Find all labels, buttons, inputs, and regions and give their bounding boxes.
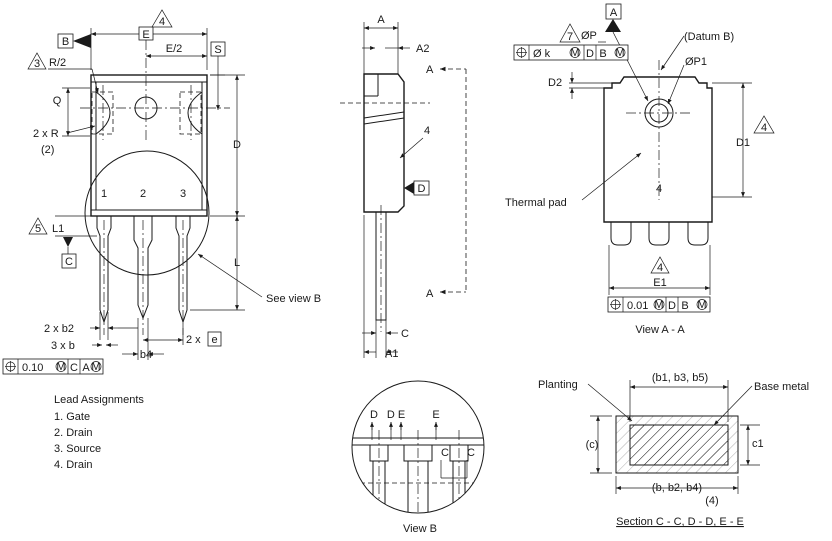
dim-d1-label: D1 <box>736 137 750 149</box>
dim-l1-label: L1 <box>52 223 64 235</box>
section-a-top-label: A <box>426 64 434 76</box>
dim-d-label: D <box>233 139 241 151</box>
datum-s-label: S <box>214 44 221 56</box>
lead-pins <box>96 216 191 335</box>
view-b-title: View B <box>403 523 437 535</box>
dim-q-label: Q <box>53 95 62 107</box>
dim-l-label: L <box>234 257 240 269</box>
fcf-leads-datum-c: C <box>70 362 78 374</box>
dim-e-half-label: E/2 <box>166 43 183 55</box>
dim-b-bottom-label: (b, b2, b4) <box>652 482 702 494</box>
legend-item: 4. Drain <box>54 459 93 471</box>
dim-2xb2-label: 2 x b2 <box>44 323 74 335</box>
datum-b-label: B <box>62 36 69 48</box>
base-metal-core <box>629 424 729 466</box>
datum-c-box <box>61 253 77 269</box>
view-b-label-c2: C <box>467 447 475 459</box>
section-note-4: (4) <box>705 495 718 507</box>
dim-b4-label: b4 <box>140 349 152 361</box>
side-body <box>363 73 405 213</box>
dim-a2-label: A2 <box>416 43 429 55</box>
note-4-triangle: 4 <box>159 16 165 28</box>
svg-text:M: M <box>56 361 65 373</box>
section-a-bottom-label: A <box>426 288 434 300</box>
dim-op1-label: ØP1 <box>685 56 707 68</box>
pin-2-label: 2 <box>140 188 146 200</box>
dim-2xe-prefix: 2 x <box>186 334 201 346</box>
svg-text:M: M <box>654 299 663 311</box>
dim-c1-label: c1 <box>752 438 764 450</box>
datum-a-label: A <box>610 7 618 19</box>
view-b-label-d: D <box>370 409 378 421</box>
lead-assignments-legend: Lead Assignments 1. Gate 2. Drain 3. Sou… <box>54 394 144 471</box>
thermal-pad-label: Thermal pad <box>505 197 567 209</box>
base-metal-label: Base metal <box>754 381 809 393</box>
fcf-leads-value: 0.10 <box>22 362 43 374</box>
package-body <box>90 74 208 217</box>
note-7-triangle: 7 <box>567 31 573 43</box>
note-5-triangle: 5 <box>35 223 41 235</box>
feature-control-frame-e1: 0.01 M D B M <box>607 296 711 313</box>
feature-control-frame-leads: 0.10 M C A M <box>2 358 104 375</box>
side-view: A A2 A A 4 D C <box>340 14 467 360</box>
view-b-label-de: D E <box>387 409 405 421</box>
fcf-e1-value: 0.01 <box>627 300 648 312</box>
dim-e-label: E <box>142 29 149 41</box>
section-title: Section C - C, D - D, E - E <box>616 516 744 528</box>
svg-text:M: M <box>697 299 706 311</box>
fcf-hole-datum-d: D <box>586 48 594 60</box>
pad-number-label: 4 <box>656 183 662 195</box>
legend-heading: Lead Assignments <box>54 394 144 406</box>
feature-control-frame-hole: Ø k M D B M <box>513 44 629 61</box>
section-view: (b1, b3, b5) Planting Base metal (c) c1 … <box>538 372 809 528</box>
datum-d-label: D <box>418 183 426 195</box>
pin-1-label: 1 <box>101 188 107 200</box>
svg-text:M: M <box>615 47 624 59</box>
datum-d-box <box>413 180 430 196</box>
dim-2xr-label: 2 x R <box>33 128 59 140</box>
dim-3xb-label: 3 x b <box>51 340 75 352</box>
fcf-leads-datum-a: A <box>82 362 90 374</box>
svg-text:M: M <box>91 361 100 373</box>
fcf-hole-datum-b: B <box>599 48 606 60</box>
dim-r-half-label: R/2 <box>49 57 66 69</box>
datum-b-text: (Datum B) <box>684 31 734 43</box>
dim-2xr-note: (2) <box>41 144 54 156</box>
view-b-detail: D D E E C C View B <box>351 380 485 535</box>
fcf-hole-value: Ø k <box>533 48 551 60</box>
legend-item: 3. Source <box>54 443 101 455</box>
dim-op-label: ØP <box>581 30 597 42</box>
legend-item: 2. Drain <box>54 427 93 439</box>
datum-c-label: C <box>65 256 73 268</box>
dim-c-label: C <box>401 328 409 340</box>
dim-d2-label: D2 <box>548 77 562 89</box>
view-a-a: A 7 ØP (Datum B) Ø k M D B M ØP1 D2 <box>505 3 775 336</box>
front-view: 1 2 3 E 4 B E/2 S 3 R/2 Q 2 x <box>2 9 321 375</box>
dim-b-top-label: (b1, b3, b5) <box>652 372 708 384</box>
note-4-bottom-triangle: 4 <box>657 262 663 274</box>
dim-c-paren-label: (c) <box>586 439 599 451</box>
note-3-triangle: 3 <box>34 58 40 70</box>
dim-a1-label: A1 <box>385 348 398 360</box>
tab-outline <box>603 76 713 223</box>
dim-e1-label: E1 <box>653 277 666 289</box>
view-b-label-e: E <box>432 409 439 421</box>
pin-3-label: 3 <box>180 188 186 200</box>
dim-a-label: A <box>377 14 385 26</box>
dim-2xe-box: e <box>211 334 217 346</box>
datum-a-box <box>605 3 622 20</box>
svg-text:M: M <box>570 47 579 59</box>
fcf-e1-datum-b: B <box>681 300 688 312</box>
see-view-b-label: See view B <box>266 293 321 305</box>
legend-item: 1. Gate <box>54 411 90 423</box>
fcf-e1-datum-d: D <box>668 300 676 312</box>
view-a-a-title: View A - A <box>635 324 685 336</box>
view-b-label-c1: C <box>441 447 449 459</box>
planting-label: Planting <box>538 379 578 391</box>
note-4-right-triangle: 4 <box>761 122 767 134</box>
side-note-4: 4 <box>424 125 430 137</box>
